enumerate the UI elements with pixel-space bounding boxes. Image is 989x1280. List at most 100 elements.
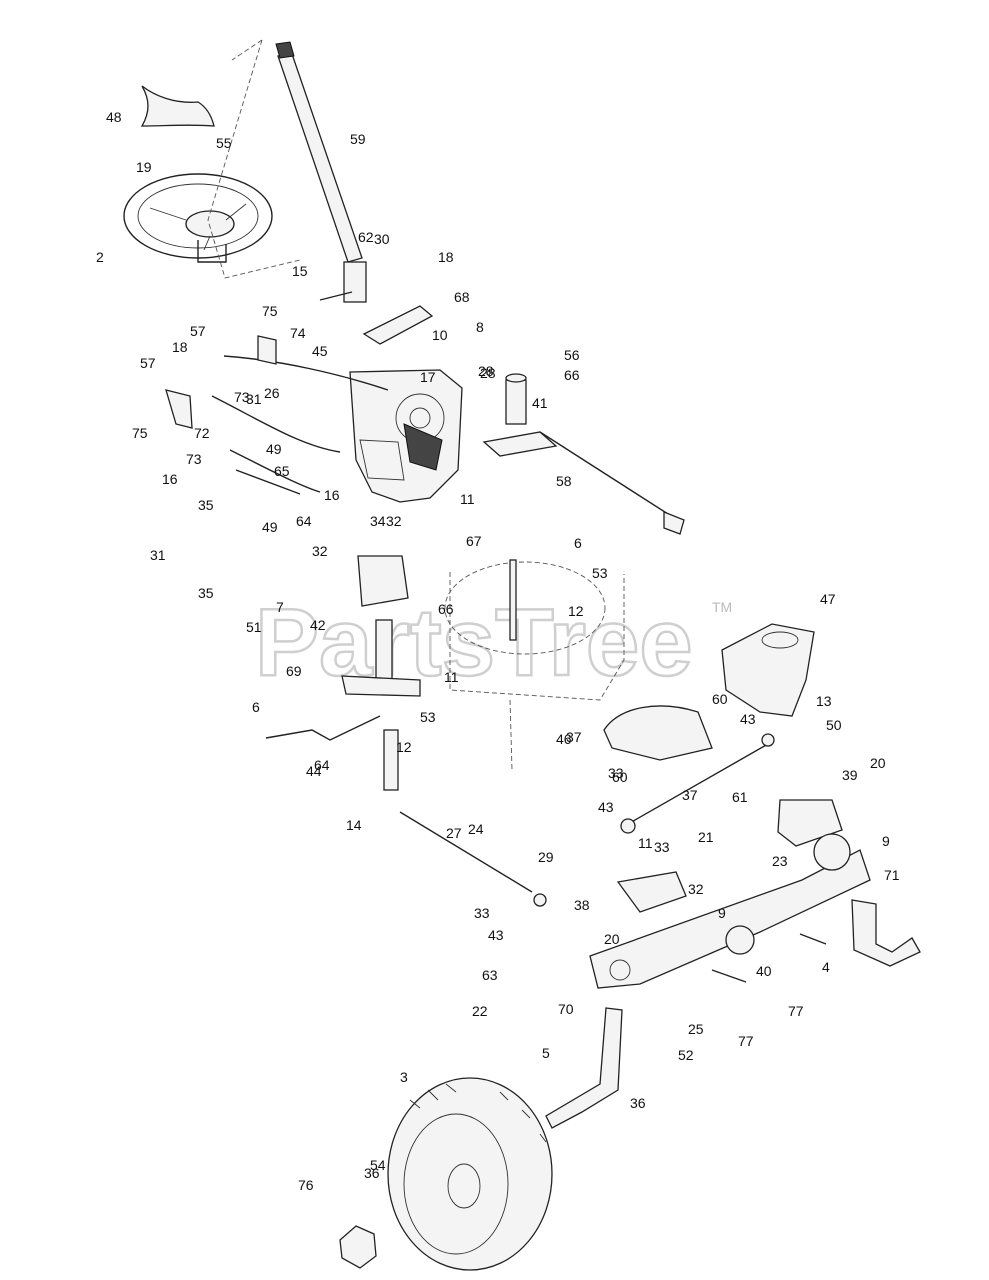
lower-pivot-assembly — [341, 555, 421, 697]
front-axle — [589, 833, 871, 989]
callout-75: 75 — [132, 425, 148, 441]
callout-74: 74 — [290, 325, 306, 341]
callout-44: 44 — [306, 763, 322, 779]
axle-cover-47 — [721, 623, 815, 717]
callout-43: 43 — [740, 711, 756, 727]
callout-labels: 2345667899101111111212131415161617181819… — [96, 109, 900, 1193]
callout-16: 16 — [162, 471, 178, 487]
callout-60: 60 — [712, 691, 728, 707]
callout-5: 5 — [542, 1045, 550, 1061]
callout-43: 43 — [488, 927, 504, 943]
callout-67: 67 — [466, 533, 482, 549]
callout-19: 19 — [136, 159, 152, 175]
bolt-77-b — [799, 933, 827, 945]
callout-73: 73 — [186, 451, 202, 467]
callout-32: 32 — [386, 513, 402, 529]
callout-32: 32 — [312, 543, 328, 559]
parts-line-art — [123, 39, 921, 1271]
spindle-left — [545, 1007, 623, 1129]
callout-65: 65 — [274, 463, 290, 479]
callout-36: 36 — [630, 1095, 646, 1111]
callout-22: 22 — [472, 1003, 488, 1019]
callout-9: 9 — [718, 905, 726, 921]
callout-18: 18 — [438, 249, 454, 265]
callout-6: 6 — [574, 535, 582, 551]
callout-75: 75 — [262, 303, 278, 319]
axle-cover-46 — [603, 705, 713, 761]
callout-38: 38 — [574, 897, 590, 913]
callout-28: 28 — [480, 365, 496, 381]
callout-32: 32 — [688, 881, 704, 897]
callout-11: 11 — [638, 835, 653, 851]
callout-56: 56 — [564, 347, 580, 363]
callout-7: 7 — [276, 599, 284, 615]
coupler-bolt — [319, 291, 353, 301]
callout-77: 77 — [738, 1033, 754, 1049]
callout-51: 51 — [246, 619, 262, 635]
callout-2: 2 — [96, 249, 104, 265]
callout-3: 3 — [400, 1069, 408, 1085]
front-wheel — [387, 1077, 553, 1271]
callout-55: 55 — [216, 135, 232, 151]
callout-17: 17 — [420, 369, 436, 385]
steering-shaft — [207, 39, 363, 279]
callout-34: 34 — [370, 513, 386, 529]
hub-cap — [339, 1225, 377, 1269]
callout-23: 23 — [772, 853, 788, 869]
callout-12: 12 — [396, 739, 412, 755]
callout-36: 36 — [364, 1165, 380, 1181]
callout-26: 26 — [264, 385, 280, 401]
callout-13: 13 — [816, 693, 832, 709]
watermark: PartsTree TM — [254, 588, 732, 698]
callout-58: 58 — [556, 473, 572, 489]
callout-64: 64 — [314, 757, 330, 773]
callout-47: 47 — [820, 591, 836, 607]
steering-gear-housing — [349, 369, 463, 503]
callout-53: 53 — [420, 709, 436, 725]
callout-8: 8 — [476, 319, 484, 335]
callout-62: 62 — [358, 229, 374, 245]
callout-54: 54 — [370, 1157, 386, 1173]
callout-29: 29 — [538, 849, 554, 865]
callout-49: 49 — [266, 441, 282, 457]
callout-9: 9 — [882, 833, 890, 849]
callout-25: 25 — [688, 1021, 704, 1037]
callout-11: 11 — [444, 669, 459, 685]
callout-40: 40 — [756, 963, 772, 979]
tie-rod-left — [265, 715, 381, 741]
callout-12: 12 — [568, 603, 584, 619]
callout-27: 27 — [446, 825, 462, 841]
callout-69: 69 — [286, 663, 302, 679]
callout-37: 37 — [682, 787, 698, 803]
callout-73: 73 — [234, 389, 250, 405]
bracket-75-upper — [257, 335, 277, 365]
callout-66: 66 — [564, 367, 580, 383]
callout-20: 20 — [870, 755, 886, 771]
shaft-coupler — [343, 261, 367, 303]
callout-70: 70 — [558, 1001, 574, 1017]
callout-10: 10 — [432, 327, 448, 343]
callout-31: 31 — [150, 547, 166, 563]
callout-31: 31 — [246, 391, 262, 407]
callout-52: 52 — [678, 1047, 694, 1063]
spindle-right — [851, 899, 921, 967]
callout-61: 61 — [732, 789, 748, 805]
linkage-rods — [211, 355, 389, 495]
callout-37: 37 — [566, 729, 582, 745]
callout-60: 60 — [612, 769, 628, 785]
callout-41: 41 — [532, 395, 548, 411]
watermark-text: PartsTree — [255, 589, 693, 696]
callout-76: 76 — [298, 1177, 314, 1193]
callout-49: 49 — [262, 519, 278, 535]
callout-72: 72 — [194, 425, 210, 441]
callout-20: 20 — [604, 931, 620, 947]
steering-wheel — [123, 173, 273, 263]
watermark-tm: TM — [712, 599, 732, 615]
callout-53: 53 — [592, 565, 608, 581]
bracket-75-lower — [165, 389, 193, 429]
callout-11: 11 — [460, 491, 475, 507]
shaft-12-upper — [509, 559, 517, 641]
callout-30: 30 — [374, 231, 390, 247]
callout-35: 35 — [198, 497, 214, 513]
